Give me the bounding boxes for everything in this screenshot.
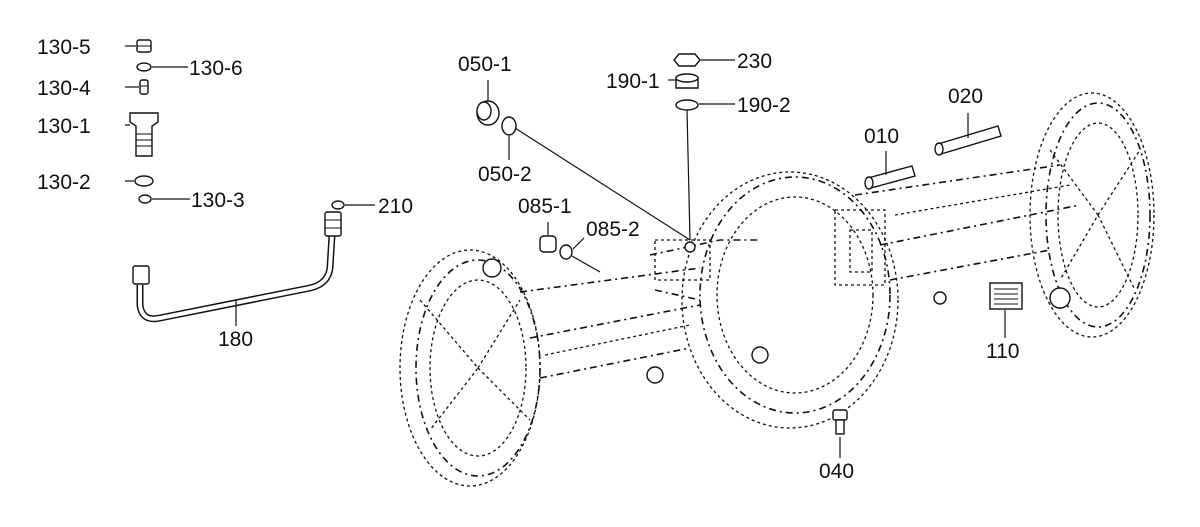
part-230	[673, 53, 701, 67]
label-050-2: 050-2	[478, 163, 532, 186]
part-050-2	[501, 116, 517, 136]
label-130-5: 130-5	[37, 36, 91, 59]
part-180-pipe	[132, 211, 342, 323]
part-130-4	[139, 79, 149, 95]
part-190-1	[675, 73, 699, 89]
right-axle-tube	[854, 164, 1081, 305]
label-050-1: 050-1	[458, 53, 512, 76]
part-130-2	[134, 175, 154, 187]
label-085-1: 085-1	[518, 195, 572, 218]
axle-housing	[399, 92, 1155, 487]
part-010	[864, 165, 916, 190]
part-130-1	[129, 112, 159, 157]
part-130-5	[136, 39, 152, 53]
label-130-4: 130-4	[37, 77, 91, 100]
part-050-1	[476, 100, 500, 126]
part-040-bolt	[832, 409, 848, 435]
label-040: 040	[819, 460, 854, 483]
label-085-2: 085-2	[586, 218, 640, 241]
right-wheel-hub	[1029, 92, 1155, 338]
part-020	[934, 125, 1002, 156]
part-130-6	[136, 62, 152, 72]
left-wheel-hub	[399, 249, 541, 487]
part-085-2	[559, 244, 573, 260]
part-210	[331, 200, 345, 210]
part-190-2	[675, 99, 699, 111]
label-130-6: 130-6	[189, 57, 243, 80]
label-210: 210	[378, 195, 413, 218]
label-180: 180	[218, 328, 253, 351]
left-axle-tube	[519, 267, 701, 379]
differential-housing	[646, 171, 899, 429]
label-190-1: 190-1	[606, 70, 660, 93]
label-230: 230	[737, 50, 772, 73]
label-020: 020	[948, 85, 983, 108]
label-010: 010	[864, 125, 899, 148]
part-110-plate	[989, 282, 1023, 310]
label-110: 110	[986, 340, 1019, 363]
label-130-2: 130-2	[37, 171, 91, 194]
leader-lines	[125, 45, 1006, 458]
part-130-3	[138, 194, 152, 204]
label-130-1: 130-1	[37, 115, 91, 138]
label-190-2: 190-2	[737, 94, 791, 117]
part-number-labels: 130-5 130-6 130-4 130-1 130-2 130-3 210 …	[37, 36, 1019, 483]
label-130-3: 130-3	[191, 189, 245, 212]
part-085-1	[539, 235, 557, 253]
